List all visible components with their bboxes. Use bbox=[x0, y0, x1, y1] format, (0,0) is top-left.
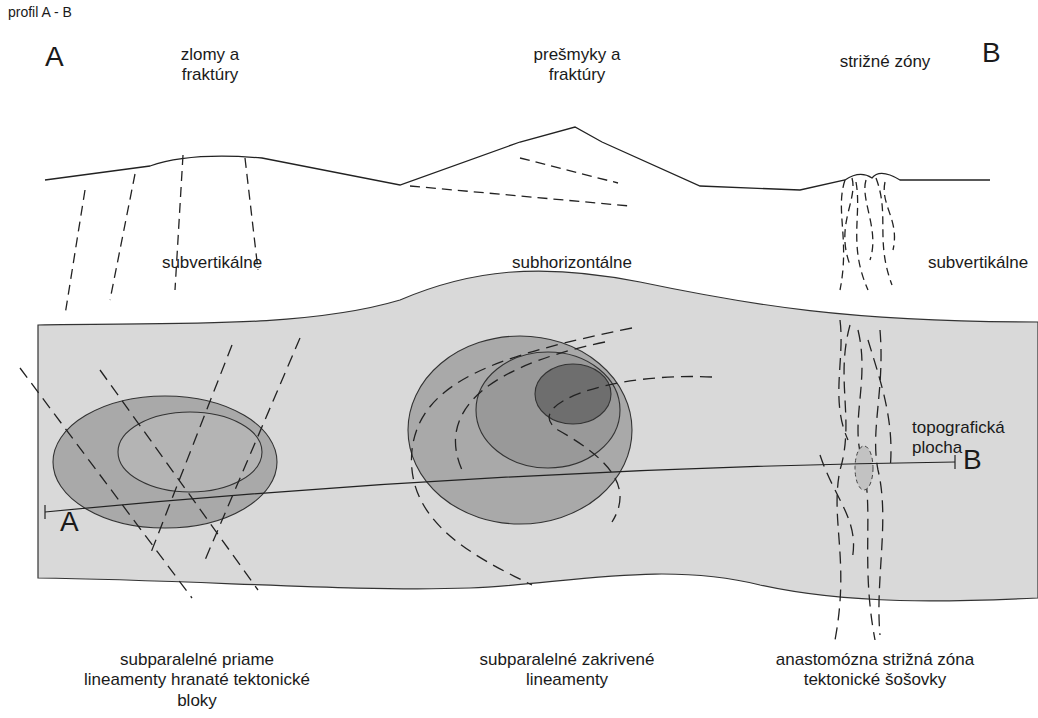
anomaly-middle bbox=[408, 336, 632, 524]
feature-label: subvertikálne bbox=[928, 253, 1028, 273]
profile-line bbox=[45, 455, 955, 519]
point-letter: B bbox=[963, 443, 982, 477]
feature-label: prešmyky a fraktúry bbox=[527, 45, 627, 86]
thrust-faults bbox=[410, 158, 630, 206]
feature-label: subparalelné priame lineamenty hranaté t… bbox=[77, 650, 317, 711]
diagram-title: profil A - B bbox=[8, 4, 72, 21]
feature-label: strižné zóny bbox=[840, 52, 931, 72]
feature-label: subparalelné zakrivené lineamenty bbox=[470, 650, 665, 691]
feature-label: subhorizontálne bbox=[512, 253, 632, 273]
feature-label: subvertikálne bbox=[162, 253, 262, 273]
subvertical-faults bbox=[65, 155, 258, 315]
feature-label: zlomy a fraktúry bbox=[170, 45, 250, 86]
point-letter: A bbox=[60, 505, 79, 539]
profile-topography bbox=[45, 127, 990, 190]
point-letter: B bbox=[982, 36, 1001, 70]
point-letter: A bbox=[45, 40, 64, 74]
feature-label: anastomózna strižná zóna tektonické šošo… bbox=[768, 650, 983, 691]
map-band bbox=[38, 271, 1038, 601]
shear-zone-profile bbox=[840, 178, 895, 290]
feature-label: topografická plocha bbox=[912, 418, 1022, 459]
tectonic-lens bbox=[855, 446, 873, 490]
